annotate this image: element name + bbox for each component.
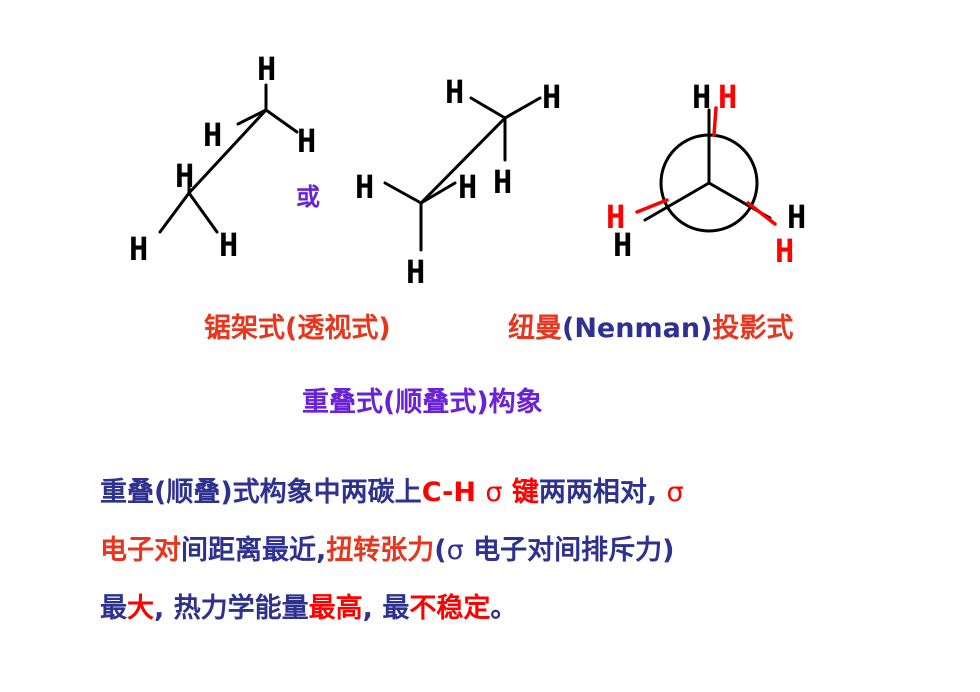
c-h-bond [383,181,423,205]
hydrogen-atom: H [542,78,561,116]
front-c-h-bond [643,181,711,222]
text-segment: 不稳定 [409,593,491,624]
newman-caption-prefix: 纽曼 [508,313,562,344]
text-segment: , 热力学能量 [154,593,309,624]
conformation-diagram: H H H H H H 或 H H H H H H [129,50,806,291]
explanation-line-1: 重叠(顺叠)式构象中两碳上C-H σ 键两两相对, σ [100,465,960,521]
c-c-bond [187,108,268,195]
text-segment: 间距离最近, [181,535,327,566]
text-segment: 两两相对, [538,477,658,508]
hydrogen-atom: H [355,168,374,206]
sigma-symbol: σ [446,535,464,566]
text-segment: 电子对 [100,535,181,566]
c-h-bond [236,108,268,126]
c-h-bond [158,191,191,234]
hydrogen-atom: H [129,230,148,268]
text-segment: 重叠(顺叠)式构象中两碳上 [100,477,422,508]
c-h-bond [264,108,299,134]
sawhorse-structure-1 [158,83,299,234]
rear-c-h-bond [712,106,718,137]
hydrogen-atom: H [406,253,425,291]
sawhorse-structure-2 [383,96,542,252]
explanation-line-2: 电子对间距离最近,扭转张力(σ 电子对间排斥力) [100,523,960,579]
hydrogen-atom: H [175,157,194,195]
rear-c-h-bond [635,198,669,214]
hydrogen-atom-rear: H [718,78,737,116]
hydrogen-atom-rear: H [606,198,625,236]
c-h-bond [503,96,542,120]
c-h-bond [419,181,457,205]
text-segment: 扭转张力 [326,535,435,566]
text-segment: 电子对间排斥力) [473,535,675,566]
hydrogen-atom-rear: H [775,232,794,270]
sigma-symbol: σ [485,477,503,508]
hydrogen-atom: H [493,163,512,201]
conformation-title: 重叠式(顺叠式)构象 [302,387,543,418]
text-segment: 最 [100,593,127,624]
hydrogen-atom: H [219,226,238,264]
text-segment: 最高 [308,593,363,624]
hydrogen-atom: H [445,73,464,111]
c-h-bond [469,96,507,120]
text-segment: 大 [127,593,154,624]
newman-caption-suffix: 投影式 [712,313,794,344]
text-segment: , 最 [362,593,410,624]
text-segment: 键 [511,477,539,508]
hydrogen-atom-front: H [613,226,632,264]
explanation-line-3: 最大, 热力学能量最高, 最不稳定。 [100,581,960,637]
newman-projection: H H H H H H [606,78,806,270]
text-segment: C-H [421,477,476,508]
or-label: 或 [296,183,320,211]
sawhorse-caption: 锯架式(透视式) [204,313,391,344]
c-c-bond [419,116,507,205]
hydrogen-atom: H [297,122,316,160]
c-h-bond [187,191,219,234]
newman-caption: 纽曼(Nenman)投影式 [508,306,793,345]
hydrogen-atom-front: H [787,198,806,236]
hydrogen-atom: H [203,116,222,154]
hydrogen-atom-front: H [692,78,711,116]
hydrogen-atom: H [257,50,276,88]
sigma-symbol: σ [666,477,684,508]
text-segment: 。 [490,593,518,624]
hydrogen-atom: H [458,168,477,206]
rear-c-h-bond [746,201,777,226]
newman-caption-name: (Nenman) [562,313,713,344]
text-segment: ( [434,535,447,566]
